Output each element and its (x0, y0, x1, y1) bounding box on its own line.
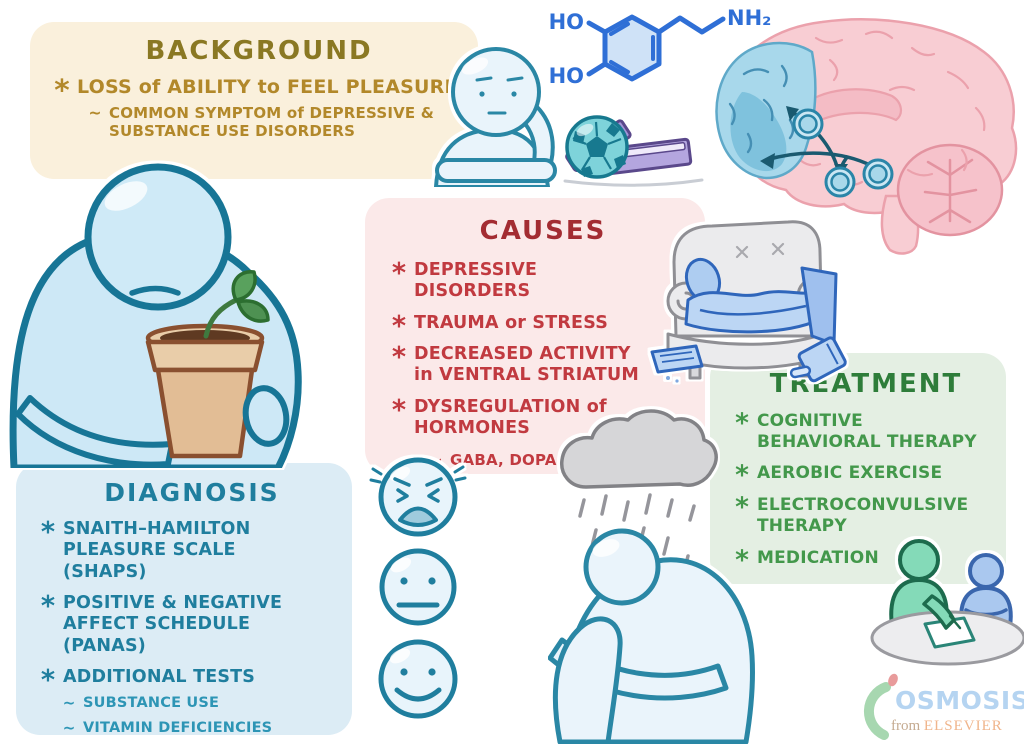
treatment-bullet-1: * COGNITIVE BEHAVIORAL THERAPY (734, 411, 998, 452)
pot (145, 323, 265, 459)
causes-bullet-text: DEPRESSIVE DISORDERS (414, 260, 538, 302)
plant-person-head (84, 163, 232, 311)
sleeping-person (684, 257, 820, 334)
asterisk-bullet-icon: * (40, 665, 56, 697)
tilde-bullet-icon: ~ (88, 103, 102, 123)
tilde-bullet-icon: ~ (62, 719, 76, 738)
causes-panel: CAUSES * DEPRESSIVE DISORDERS * TRAUMA o… (365, 198, 705, 474)
background-panel: BACKGROUND * LOSS of ABILITY to FEEL PLE… (30, 22, 478, 179)
rain-cloud (560, 409, 718, 489)
background-bullet-text: LOSS of ABILITY to FEEL PLEASURE (77, 76, 458, 98)
diagnosis-bullet-2: * POSITIVE & NEGATIVE AFFECT SCHEDULE (P… (40, 593, 344, 657)
asterisk-bullet-icon: * (54, 73, 70, 107)
osmosis-logo: OSMOSIS from ELSEVIER (855, 668, 1024, 744)
amine-label: NH₂ (727, 6, 771, 30)
diagnosis-subbullet-text: VITAMIN DEFICIENCIES (83, 720, 273, 737)
treatment-bullet-text: COGNITIVE BEHAVIORAL THERAPY (757, 411, 977, 452)
background-title: BACKGROUND (145, 36, 373, 66)
asterisk-bullet-icon: * (735, 545, 749, 576)
hydroxyl-label-top: HO (549, 10, 584, 34)
crescent-mark (863, 682, 891, 740)
logo-tagline-from: from (891, 718, 921, 734)
asterisk-bullet-icon: * (391, 310, 407, 342)
causes-bullet-4: * DYSREGULATION of HORMONES (391, 397, 695, 440)
red-dot (888, 673, 898, 687)
sprout (203, 270, 270, 339)
asterisk-bullet-icon: * (40, 517, 56, 548)
plant-person-hand (242, 385, 290, 447)
tilde-bullet-icon: ~ (62, 745, 76, 746)
diagnosis-bullet-text: SNAITH–HAMILTON PLEASURE SCALE (SHAPS) (63, 519, 251, 582)
plant-person-arm (15, 395, 175, 468)
causes-bullet-1: * DEPRESSIVE DISORDERS (391, 260, 695, 303)
asterisk-bullet-icon: * (391, 394, 407, 426)
treatment-bullet-3: * ELECTROCONVULSIVE THERAPY (734, 495, 998, 536)
floor-book (650, 344, 704, 383)
rain-cloud-person-illustration (548, 409, 756, 744)
person-on-couch-illustration (650, 220, 847, 383)
cerebellum (896, 143, 1004, 237)
sad-face (369, 457, 467, 537)
tilde-bullet-icon: ~ (62, 694, 76, 713)
pen (948, 614, 962, 630)
asterisk-bullet-icon: * (391, 342, 407, 374)
causes-bullet-text: DYSREGULATION of HORMONES (414, 396, 607, 439)
happy-face (378, 639, 458, 719)
asterisk-bullet-icon: * (40, 591, 56, 623)
treatment-bullet-text: MEDICATION (757, 547, 879, 568)
diagnosis-title: DIAGNOSIS (104, 478, 280, 507)
causes-bullet-text: DECREASED ACTIVITY in VENTRAL STRIATUM (414, 344, 639, 386)
diagnosis-subbullet-2: ~ VITAMIN DEFICIENCIES (62, 720, 344, 738)
treatment-bullet-text: ELECTROCONVULSIVE THERAPY (757, 495, 969, 536)
causes-title: CAUSES (479, 216, 607, 246)
asterisk-bullet-icon: * (735, 493, 749, 524)
benzene-ring (602, 14, 662, 82)
logo-tagline: from ELSEVIER (891, 718, 1003, 735)
amine-chain (656, 15, 726, 35)
background-subbullet-text: COMMON SYMPTOM of DEPRESSIVE & SUBSTANCE… (109, 104, 435, 141)
diagnosis-subbullet-text: SUBSTANCE USE (83, 695, 220, 712)
logo-brand-text: OSMOSIS (895, 686, 1024, 715)
diagnosis-subbullet-3: ~ THYROID FUNCTION (62, 745, 344, 746)
diagnosis-bullet-1: * SNAITH–HAMILTON PLEASURE SCALE (SHAPS) (40, 519, 344, 583)
dopamine-nodes (792, 108, 894, 198)
dopamine-molecule-illustration: HO HO NH₂ (549, 6, 772, 88)
bored-person-head (451, 47, 541, 137)
person-with-plant-illustration (9, 163, 302, 468)
causes-bullet-3: * DECREASED ACTIVITY in VENTRAL STRIATUM (391, 344, 695, 387)
asterisk-bullet-icon: * (735, 461, 749, 492)
soccer-ball-and-books-illustration (563, 115, 704, 187)
logo-mark (863, 673, 898, 740)
diagnosis-subbullet-text: THYROID FUNCTION (83, 745, 249, 746)
diagnosis-panel: DIAGNOSIS * SNAITH–HAMILTON PLEASURE SCA… (16, 463, 352, 746)
causes-bullet-text: TRAUMA or STRESS (414, 312, 609, 333)
therapy-session-illustration (870, 539, 1024, 666)
bored-person-forearm (435, 158, 557, 183)
treatment-bullet-4: * MEDICATION (734, 545, 998, 576)
hunched-person (548, 528, 756, 744)
causes-bullet-2: * TRAUMA or STRESS (391, 310, 695, 342)
treatment-bullet-2: * AEROBIC EXERCISE (734, 461, 998, 492)
diagnosis-bullet-3: * ADDITIONAL TESTS (40, 665, 344, 697)
diagnosis-bullet-text: ADDITIONAL TESTS (63, 667, 256, 688)
diagnosis-bullet-text: POSITIVE & NEGATIVE AFFECT SCHEDULE (PAN… (63, 593, 283, 656)
background-subbullet: ~ COMMON SYMPTOM of DEPRESSIVE & SUBSTAN… (88, 104, 464, 141)
asterisk-bullet-icon: * (735, 409, 749, 439)
mood-faces-illustration (369, 457, 467, 719)
background-bullet: * LOSS of ABILITY to FEEL PLEASURE (54, 73, 464, 107)
tipped-wastebasket (789, 336, 847, 383)
bored-person-illustration (434, 47, 557, 187)
hydroxyl-label-bottom: HO (549, 64, 584, 88)
soccer-ball (565, 115, 629, 179)
treatment-panel: TREATMENT * COGNITIVE BEHAVIORAL THERAPY… (710, 353, 1006, 584)
treatment-bullet-text: AEROBIC EXERCISE (757, 463, 943, 484)
diagnosis-subbullet-1: ~ SUBSTANCE USE (62, 695, 344, 713)
neutral-face (379, 548, 457, 626)
logo-tagline-elsevier: ELSEVIER (923, 718, 1003, 734)
asterisk-bullet-icon: * (391, 258, 407, 289)
writing-arm (922, 594, 956, 630)
brain-illustration (715, 18, 1018, 255)
